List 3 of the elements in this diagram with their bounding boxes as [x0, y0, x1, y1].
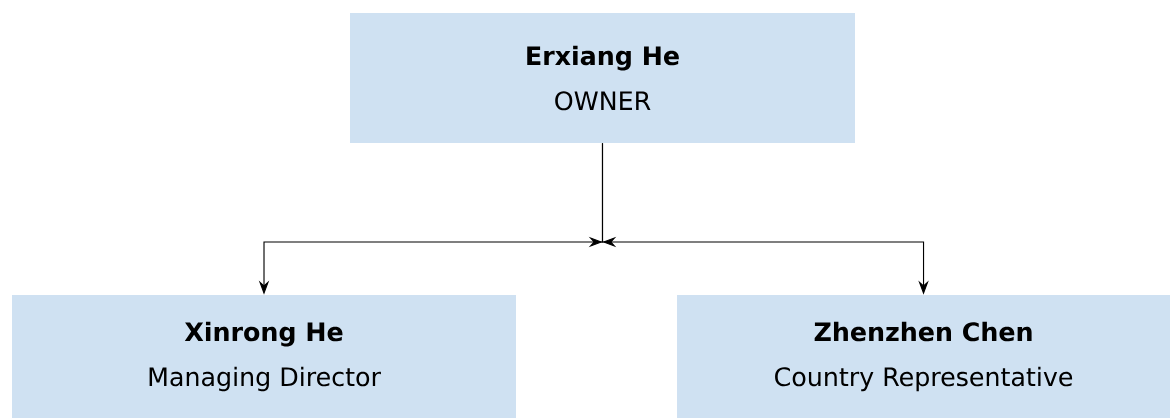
person-box: Zhenzhen Chen Country Representative [677, 295, 1170, 418]
person-box: Xinrong He Managing Director [12, 295, 516, 418]
person-box: Erxiang He OWNER [350, 13, 855, 143]
